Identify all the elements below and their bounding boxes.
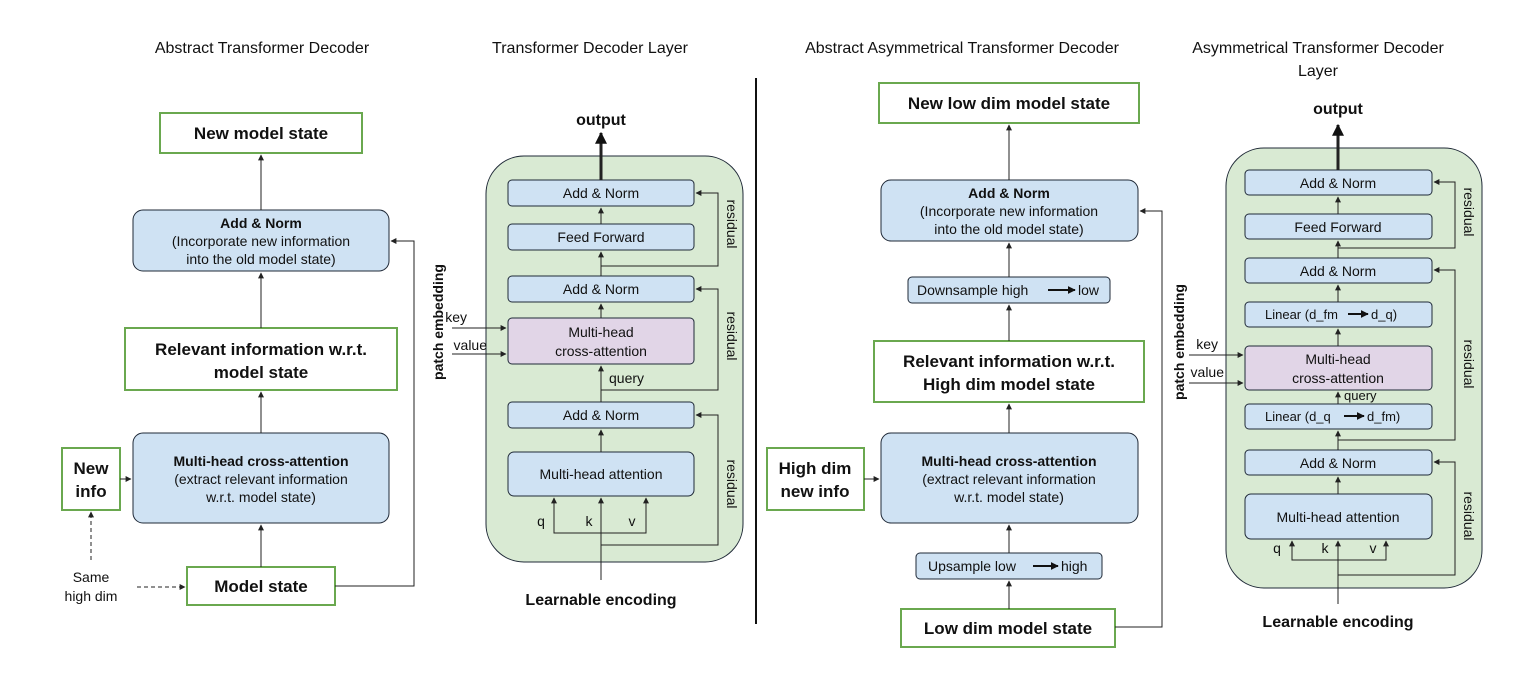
- add-norm-title: Add & Norm: [220, 215, 302, 231]
- downsample-label: Downsample high: [917, 282, 1028, 298]
- residual-label-1: residual: [724, 459, 740, 508]
- cross-attention-line2: w.r.t. model state): [953, 489, 1064, 505]
- upsample-label: Upsample low: [928, 558, 1017, 574]
- high-dim-info-line2: new info: [781, 482, 850, 501]
- v-label: v: [1370, 540, 1377, 556]
- add-norm-line2: into the old model state): [934, 221, 1083, 237]
- residual-label-3: residual: [724, 199, 740, 248]
- panel2-arrows: [452, 131, 719, 580]
- add-norm-line2: into the old model state): [186, 251, 335, 267]
- k-label: k: [1322, 540, 1330, 556]
- low-dim-state-box: [900, 608, 1116, 648]
- relevant-info-line1: Relevant information w.r.t.: [155, 340, 367, 359]
- new-low-dim-state-label: New low dim model state: [908, 94, 1110, 113]
- cross-attention-title: Multi-head cross-attention: [173, 453, 348, 469]
- cross-attention-line2: w.r.t. model state): [205, 489, 316, 505]
- feed-forward-label: Feed Forward: [1294, 219, 1381, 235]
- self-attention-label: Multi-head attention: [540, 466, 663, 482]
- panel-abstract-decoder: Abstract Transformer Decoder New model s…: [61, 40, 415, 606]
- new-model-state-box: [159, 112, 363, 154]
- relevant-info-box: [873, 340, 1145, 403]
- panel-asymmetrical-abstract: Abstract Asymmetrical Transformer Decode…: [766, 40, 1163, 648]
- add-norm-line1: (Incorporate new information: [172, 233, 350, 249]
- query-label: query: [609, 370, 644, 386]
- v-label: v: [629, 513, 636, 529]
- linear-out-label: Linear (d_fm: [1265, 307, 1338, 322]
- upsample-target: high: [1061, 558, 1087, 574]
- q-label: q: [1273, 540, 1281, 556]
- linear-in-target: d_fm): [1367, 409, 1400, 424]
- k-label: k: [586, 513, 594, 529]
- output-label: output: [576, 112, 626, 129]
- patch-embedding-label: patch embedding: [430, 264, 446, 380]
- residual-label-2: residual: [724, 311, 740, 360]
- cross-attention-line2: cross-attention: [1292, 370, 1384, 386]
- cross-attention-line1: Multi-head: [1305, 351, 1370, 367]
- key-label: key: [1196, 336, 1218, 352]
- panel-decoder-layer: Transformer Decoder Layer output Add & N…: [430, 40, 744, 609]
- linear-in-label: Linear (d_q: [1265, 409, 1331, 424]
- panel1-arrows: [88, 154, 415, 590]
- cross-attention-line1: (extract relevant information: [174, 471, 348, 487]
- patch-embedding-label: patch embedding: [1171, 284, 1187, 400]
- cross-attention-line1: (extract relevant information: [922, 471, 1096, 487]
- add-norm-1-label: Add & Norm: [1300, 455, 1376, 471]
- feed-forward-label: Feed Forward: [557, 229, 644, 245]
- add-norm-line1: (Incorporate new information: [920, 203, 1098, 219]
- new-info-line1: New: [74, 459, 110, 478]
- panel3-title: Abstract Asymmetrical Transformer Decode…: [805, 40, 1120, 57]
- new-low-dim-state-box: [878, 82, 1140, 124]
- cross-attention-line2: cross-attention: [555, 343, 647, 359]
- residual-label-1: residual: [1461, 491, 1477, 540]
- query-label: query: [1344, 388, 1377, 403]
- relevant-info-line2: High dim model state: [923, 375, 1095, 394]
- learnable-encoding-label: Learnable encoding: [1262, 614, 1413, 631]
- panel1-title: Abstract Transformer Decoder: [155, 40, 370, 57]
- value-label: value: [454, 337, 488, 353]
- new-info-line2: info: [75, 482, 106, 501]
- add-norm-2-label: Add & Norm: [563, 281, 639, 297]
- same-dim-line2: high dim: [65, 588, 118, 604]
- cross-attention-line1: Multi-head: [568, 324, 633, 340]
- learnable-encoding-label: Learnable encoding: [525, 592, 676, 609]
- value-label: value: [1191, 364, 1225, 380]
- add-norm-3-label: Add & Norm: [563, 185, 639, 201]
- panel4-title-line2: Layer: [1298, 63, 1339, 80]
- linear-out-target: d_q): [1371, 307, 1397, 322]
- cross-attention-title: Multi-head cross-attention: [921, 453, 1096, 469]
- residual-label-3: residual: [1461, 187, 1477, 236]
- relevant-info-line2: model state: [214, 363, 308, 382]
- q-label: q: [537, 513, 545, 529]
- panel2-title: Transformer Decoder Layer: [492, 40, 689, 57]
- downsample-target: low: [1078, 282, 1100, 298]
- model-state-label: Model state: [214, 577, 308, 596]
- residual-label-2: residual: [1461, 339, 1477, 388]
- key-label: key: [445, 309, 467, 325]
- panel3-arrows: [864, 124, 1163, 628]
- panel4-title-line1: Asymmetrical Transformer Decoder: [1192, 40, 1444, 57]
- add-norm-title: Add & Norm: [968, 185, 1050, 201]
- self-attention-label: Multi-head attention: [1277, 509, 1400, 525]
- panel4-arrows: [1189, 123, 1456, 604]
- new-model-state-label: New model state: [194, 124, 328, 143]
- high-dim-info-line1: High dim: [779, 459, 852, 478]
- relevant-info-line1: Relevant information w.r.t.: [903, 352, 1115, 371]
- add-norm-1-label: Add & Norm: [563, 407, 639, 423]
- low-dim-state-label: Low dim model state: [924, 619, 1092, 638]
- same-dim-line1: Same: [73, 569, 110, 585]
- add-norm-3-label: Add & Norm: [1300, 175, 1376, 191]
- add-norm-2-label: Add & Norm: [1300, 263, 1376, 279]
- output-label: output: [1313, 101, 1363, 118]
- panel-asymmetrical-layer: Asymmetrical Transformer Decoder Layer o…: [1171, 40, 1483, 631]
